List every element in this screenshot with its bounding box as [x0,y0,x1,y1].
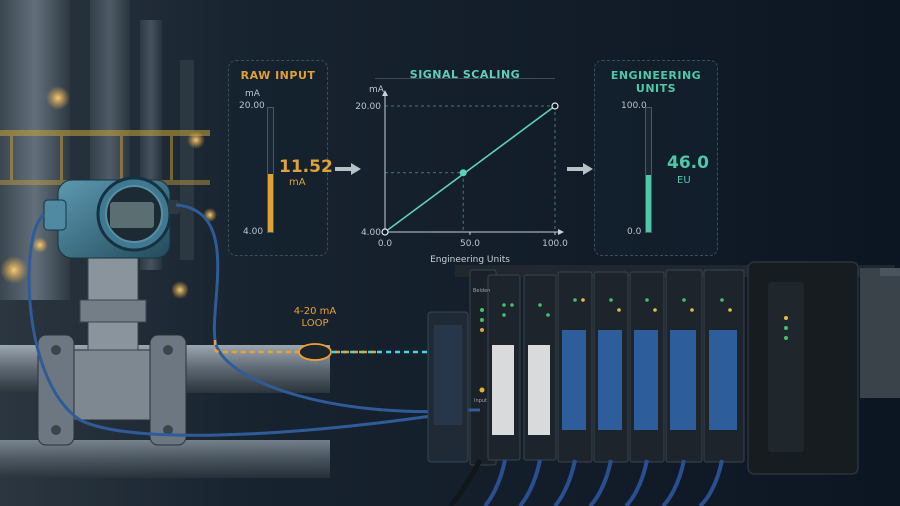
x-tick-label-1: 50.0 [460,239,480,249]
x-tick-label-0: 0.0 [378,239,393,249]
engineering-units-panel: ENGINEERING UNITS 100.0 0.0 46.0 EU [594,60,718,256]
eu-min-label: 0.0 [627,227,642,237]
y-tick-label-min: 4.00 [361,228,381,238]
eu-bar-fill [646,174,651,232]
raw-unit-label: mA [245,89,260,99]
raw-bar-fill [268,173,273,232]
eu-max-label: 100.0 [621,101,647,111]
eu-value: 46.0 [667,153,709,173]
raw-input-panel: RAW INPUT mA 20.00 4.00 11.52 mA [228,60,333,256]
loop-label-line1: 4-20 mA [293,306,337,317]
raw-max-label: 20.00 [239,101,265,111]
raw-min-label: 4.00 [243,227,264,237]
scaling-endpoint-0 [381,228,389,236]
scaling-endpoint-1 [551,102,559,110]
x-tick-label-2: 100.0 [542,239,568,249]
raw-value-unit: mA [289,177,306,188]
right-arrow-icon [335,163,361,175]
x-axis-arrowhead [558,229,564,235]
y-axis-unit: mA [369,85,385,95]
raw-bar-track [267,107,274,233]
y-tick-label-max: 20.00 [355,102,381,112]
plc-io-label: Input [474,398,487,404]
scaling-current-point [459,169,467,177]
signal-scaling-title: SIGNAL SCALING [409,68,521,81]
scaling-line [384,105,556,233]
eu-value-unit: EU [677,175,691,186]
plc-cpu-label: Belden [473,288,491,294]
y-axis-arrowhead [382,90,388,96]
loop-label: 4-20 mA LOOP [285,306,345,330]
loop-label-line2: LOOP [301,318,329,329]
engineering-units-title: ENGINEERING UNITS [610,69,702,95]
signal-scaling-panel: SIGNAL SCALING [345,60,585,270]
raw-value: 11.52 [279,157,333,177]
raw-input-title: RAW INPUT [240,69,316,82]
right-arrow-icon-2 [567,163,593,175]
x-axis-label: Engineering Units [430,255,510,265]
eu-bar-track [645,107,652,233]
